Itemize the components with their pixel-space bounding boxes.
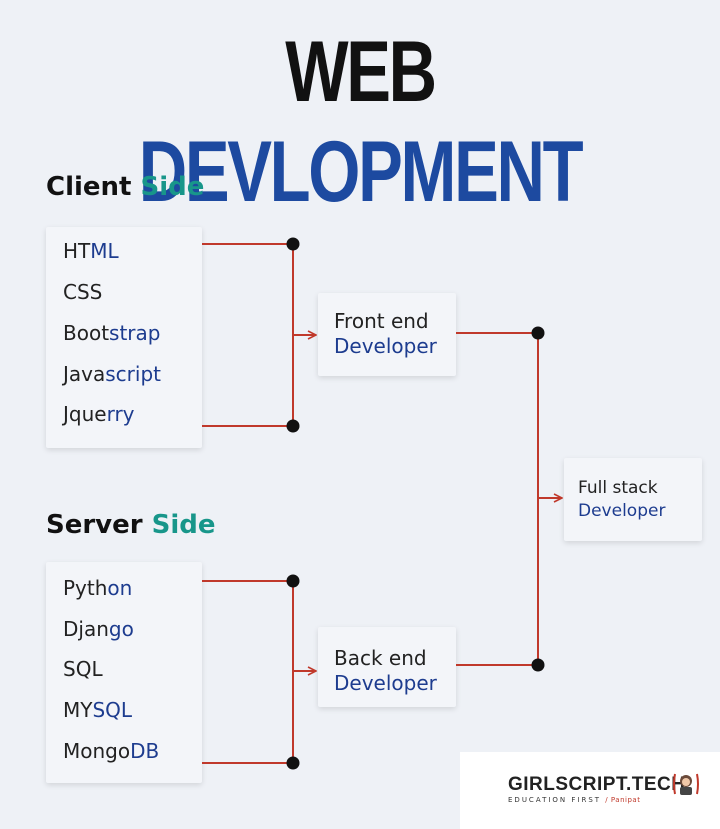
client-connector bbox=[202, 243, 294, 427]
frontend-label: Front end bbox=[334, 309, 429, 333]
server-item-mysql: MYSQL bbox=[63, 698, 133, 722]
node-dot bbox=[531, 658, 545, 672]
title-part-web: WEB bbox=[285, 24, 437, 120]
backend-developer-card: Back end Developer bbox=[318, 627, 456, 707]
girlscript-logo: GIRLSCRIPT.TECH EDUCATION FIRST / Panipa… bbox=[460, 752, 720, 829]
server-connector bbox=[202, 580, 294, 764]
stack-connector bbox=[456, 332, 539, 666]
client-heading-accent: Side bbox=[140, 172, 205, 202]
server-heading-main: Server bbox=[46, 510, 143, 540]
node-dot bbox=[286, 419, 300, 433]
client-item-bootstrap: Bootstrap bbox=[63, 321, 161, 345]
client-item-jquery: Jquerry bbox=[63, 402, 135, 426]
backend-label: Back end bbox=[334, 646, 427, 670]
fullstack-developer-card: Full stack Developer bbox=[564, 458, 702, 541]
client-item-css: CSS bbox=[63, 280, 103, 304]
client-item-html: HTML bbox=[63, 239, 119, 263]
node-dot bbox=[286, 756, 300, 770]
fullstack-label: Full stack bbox=[578, 478, 658, 498]
title-part-development: DEVLOPMENT bbox=[138, 124, 584, 220]
server-item-python: Python bbox=[63, 576, 133, 600]
node-dot bbox=[531, 326, 545, 340]
logo-brand: GIRLSCRIPT.TECH bbox=[508, 774, 686, 795]
client-item-javascript: Javascript bbox=[63, 362, 161, 386]
frontend-developer-card: Front end Developer bbox=[318, 293, 456, 376]
node-dot bbox=[286, 237, 300, 251]
page-title: WEB DEVLOPMENT bbox=[79, 22, 641, 222]
frontend-developer-label: Developer bbox=[334, 334, 437, 358]
server-item-sql: SQL bbox=[63, 657, 103, 681]
girl-mascot-icon bbox=[673, 773, 699, 795]
backend-developer-label: Developer bbox=[334, 671, 437, 695]
server-item-django: Django bbox=[63, 617, 134, 641]
client-side-heading: Client Side bbox=[46, 172, 204, 202]
logo-tagline: EDUCATION FIRST / Panipat bbox=[508, 796, 641, 804]
client-heading-main: Client bbox=[46, 172, 132, 202]
server-heading-accent: Side bbox=[151, 510, 216, 540]
client-side-list: HTML CSS Bootstrap Javascript Jquerry bbox=[46, 227, 202, 448]
server-side-heading: Server Side bbox=[46, 510, 216, 540]
server-side-list: Python Django SQL MYSQL MongoDB bbox=[46, 562, 202, 783]
fullstack-developer-label: Developer bbox=[578, 501, 666, 521]
node-dot bbox=[286, 574, 300, 588]
server-item-mongodb: MongoDB bbox=[63, 739, 160, 763]
